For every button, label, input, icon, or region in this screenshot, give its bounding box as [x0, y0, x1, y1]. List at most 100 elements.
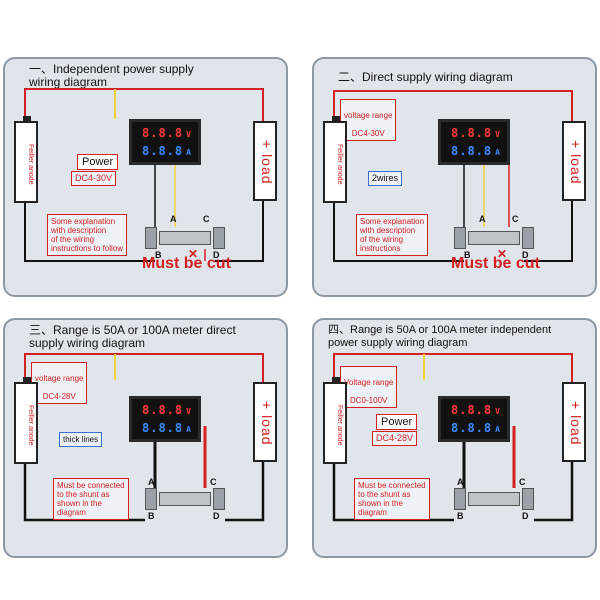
- meter-voltage-unit: V: [495, 407, 501, 416]
- battery: Feiller anode: [14, 116, 38, 203]
- shunt-bar: [468, 231, 520, 245]
- terminal-c: C: [519, 477, 526, 487]
- note-box: Some explanation with description of the…: [356, 214, 429, 256]
- shunt-tab-left: [454, 488, 466, 510]
- power-label: Power: [77, 154, 119, 170]
- shunt: [145, 227, 225, 249]
- shunt-bar: [159, 231, 211, 245]
- load: + load: [253, 121, 277, 201]
- terminal-d: D: [213, 511, 220, 521]
- load-label: + load: [259, 139, 275, 185]
- terminal-c: C: [203, 214, 210, 224]
- panel-title: 三、Range is 50A or 100A meter direct supp…: [29, 323, 236, 350]
- load-label: + load: [568, 139, 584, 185]
- load: + load: [562, 121, 586, 201]
- battery-cap: [332, 116, 340, 122]
- note-box: Must be connected to the shunt as shown …: [53, 478, 129, 520]
- power-range-box: DC4-28V: [372, 431, 418, 446]
- meter-current-unit: A: [186, 148, 192, 157]
- battery-label: Feiller anode: [336, 143, 343, 185]
- battery: Feiller anode: [14, 377, 38, 464]
- note-box: Must be connected to the shunt as shown …: [354, 478, 430, 520]
- note-box: Some explanation with description of the…: [47, 214, 128, 256]
- shunt: [454, 227, 534, 249]
- terminal-c: C: [210, 477, 217, 487]
- terminal-b: B: [457, 511, 464, 521]
- panel-3: 三、Range is 50A or 100A meter direct supp…: [3, 318, 288, 558]
- terminal-b: B: [464, 250, 471, 260]
- wiring: [333, 90, 573, 262]
- wiring: [24, 88, 264, 262]
- shunt-bar: [159, 492, 211, 506]
- shunt-tab-left: [454, 227, 466, 249]
- meter-voltage-unit: V: [186, 407, 192, 416]
- shunt-tab-right: [522, 227, 534, 249]
- shunt-tab-right: [213, 488, 225, 510]
- shunt-tab-right: [522, 488, 534, 510]
- cut-label: Must be cut: [142, 255, 231, 272]
- panel-title: 二、Direct supply wiring diagram: [338, 70, 513, 84]
- panel-4: 四、Range is 50A or 100A meter independent…: [312, 318, 597, 558]
- voltage-range-box: voltage range DC4-28V: [31, 362, 88, 404]
- voltage-range-label: voltage range: [35, 374, 84, 383]
- panel-1: 一、Independent power supply wiring diagra…: [3, 57, 288, 297]
- shunt-tab-left: [145, 488, 157, 510]
- voltage-range-value: DC4-28V: [42, 392, 76, 401]
- meter-current-unit: A: [495, 425, 501, 434]
- terminal-b: B: [155, 250, 162, 260]
- meter-voltage-digits: 8.8.8: [451, 403, 493, 417]
- power-label: Power: [376, 414, 418, 430]
- meter-voltage-unit: V: [186, 130, 192, 139]
- meter-current-digits: 8.8.8: [451, 144, 493, 158]
- terminal-c: C: [512, 214, 519, 224]
- terminal-d: D: [522, 511, 529, 521]
- battery-label: Feiller anode: [27, 143, 34, 185]
- power-range-box: DC4-30V: [71, 171, 117, 186]
- panel-title: 四、Range is 50A or 100A meter independent…: [328, 324, 552, 349]
- terminal-a: A: [457, 477, 464, 487]
- terminal-d: D: [213, 250, 220, 260]
- terminal-a: A: [479, 214, 486, 224]
- battery-label: Feiller anode: [27, 404, 34, 446]
- terminal-a: A: [148, 477, 155, 487]
- meter-voltage-unit: V: [495, 130, 501, 139]
- meter-current-unit: A: [495, 148, 501, 157]
- shunt-tab-right: [213, 227, 225, 249]
- meter-current-unit: A: [186, 425, 192, 434]
- meter-current-digits: 8.8.8: [451, 421, 493, 435]
- side-label-box: 2wires: [368, 171, 403, 186]
- voltage-range-value: DC4-30V: [351, 129, 385, 138]
- meter-voltage-digits: 8.8.8: [451, 126, 493, 140]
- panel-2: 二、Direct supply wiring diagram voltage r…: [312, 57, 597, 297]
- load-label: + load: [259, 400, 275, 446]
- cut-label: Must be cut: [451, 255, 540, 272]
- battery: Feiller anode: [323, 377, 347, 464]
- cut-mark-icon: ✕: [497, 247, 508, 261]
- battery-label: Feiller anode: [336, 404, 343, 446]
- side-label-box: thick lines: [59, 432, 103, 447]
- battery: Feiller anode: [323, 116, 347, 203]
- voltage-range-label: voltage range: [344, 111, 393, 120]
- voltage-range-box: voltage range DC4-30V: [340, 99, 397, 141]
- terminal-a: A: [170, 214, 177, 224]
- load-label: + load: [568, 400, 584, 446]
- shunt-tab-left: [145, 227, 157, 249]
- meter-current-digits: 8.8.8: [142, 421, 184, 435]
- battery-cap: [23, 377, 31, 383]
- shunt-bar: [468, 492, 520, 506]
- voltage-range-box: Voltage range DC0-100V: [340, 366, 398, 408]
- panel-title: 一、Independent power supply wiring diagra…: [29, 62, 194, 89]
- terminal-d: D: [522, 250, 529, 260]
- meter-current-digits: 8.8.8: [142, 144, 184, 158]
